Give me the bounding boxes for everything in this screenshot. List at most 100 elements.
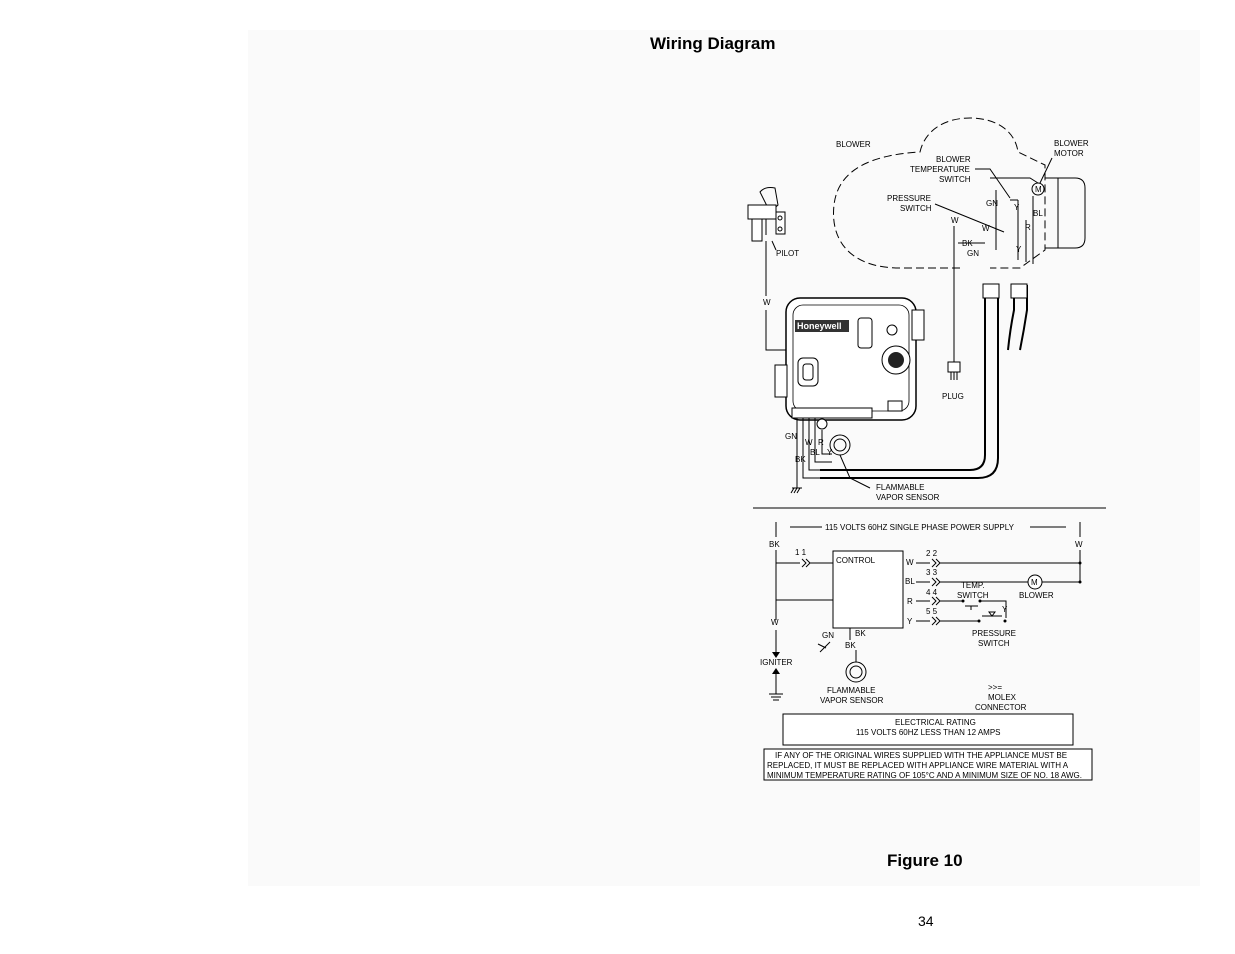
warning-box — [763, 748, 1093, 781]
sensor-label-2: VAPOR SENSOR — [876, 493, 940, 502]
ground-hatch-3 — [796, 487, 801, 494]
pressure-switch-label-1: PRESSURE — [887, 194, 931, 203]
gn-ground-hatch — [817, 643, 827, 649]
schematic-blower-label: BLOWER — [1019, 591, 1054, 600]
sensor-inner — [833, 438, 847, 452]
warning-line-3: MINIMUM TEMPERATURE RATING OF 105°C AND … — [767, 771, 1082, 780]
temp-switch-blade — [965, 605, 978, 610]
ctrl-wire-bk — [808, 418, 820, 471]
schem-sensor-inner — [849, 665, 863, 679]
conduit-4 — [1019, 285, 1028, 351]
schem-bk-label: BK — [769, 540, 780, 549]
temp-switch-contact-2 — [978, 599, 982, 603]
output-wires — [916, 558, 941, 626]
conduit-clamp-1 — [982, 283, 1000, 299]
molex-symbol: >>= — [988, 683, 1002, 692]
control-bk-label: BK — [855, 629, 866, 638]
pressure-switch-blade — [982, 611, 1002, 617]
connector-1-label: 1 1 — [795, 548, 807, 557]
temp-switch-leader — [975, 168, 1011, 199]
label-y-blower-2: Y — [1016, 245, 1022, 254]
schem-sensor-label-2: VAPOR SENSOR — [820, 696, 884, 705]
junction-dot-1 — [1078, 561, 1082, 565]
sensor-label-1: FLAMMABLE — [876, 483, 924, 492]
ctrl-wire-gn — [802, 418, 820, 479]
conduit-clamp-2 — [1010, 283, 1028, 299]
schem-y-label: Y — [1002, 605, 1008, 614]
warning-line-1: IF ANY OF THE ORIGINAL WIRES SUPPLIED WI… — [775, 751, 1067, 760]
blower-motor-label-2: MOTOR — [1054, 149, 1084, 158]
connector-2-label: 2 2 — [926, 549, 938, 558]
blower-temp-switch-label-2: TEMPERATURE — [910, 165, 970, 174]
molex-label-2: CONNECTOR — [975, 703, 1027, 712]
temp-switch-label-1: TEMP. — [961, 581, 984, 590]
honeywell-brand: Honeywell — [797, 321, 842, 331]
label-bl-blower: BL — [1033, 209, 1043, 218]
sensor-leader — [839, 454, 871, 489]
connector-5-label: 5 5 — [926, 607, 938, 616]
pilot-assembly — [747, 187, 786, 242]
pressure-contact-2 — [1003, 619, 1007, 623]
schematic-diagram: 115 VOLTS 60HZ SINGLE PHASE POWER SUPPLY… — [760, 522, 1093, 781]
connector-1 — [801, 558, 811, 568]
label-w-ctrl: W — [805, 438, 813, 447]
ctrl-wire-r — [821, 430, 832, 455]
label-w-pilot: W — [763, 298, 771, 307]
pin-r-label: R — [907, 597, 913, 606]
label-y-blower: Y — [1014, 203, 1020, 212]
label-r-blower: R — [1025, 223, 1031, 232]
schem-sensor-outer — [845, 661, 867, 683]
label-gn-blower: GN — [986, 199, 998, 208]
schem-pressure-label-1: PRESSURE — [972, 629, 1016, 638]
pictorial-diagram: M BLOWER BLOWER MOTOR BLOWER TEMPERATURE… — [747, 117, 1089, 502]
ground-hatch-2 — [793, 487, 798, 494]
control-label: CONTROL — [836, 556, 876, 565]
igniter-arrow-down — [772, 652, 780, 658]
power-supply-label: 115 VOLTS 60HZ SINGLE PHASE POWER SUPPLY — [825, 523, 1015, 532]
label-bk-ctrl: BK — [795, 455, 806, 464]
conduit-1 — [820, 285, 986, 471]
blower-temp-switch-label-1: BLOWER — [936, 155, 971, 164]
conduit-3 — [1007, 285, 1015, 351]
ground-hatch-1 — [790, 487, 795, 494]
pin-w-label: W — [906, 558, 914, 567]
blower-motor-body — [1045, 177, 1086, 249]
schem-pressure-label-2: SWITCH — [978, 639, 1010, 648]
motor-wire-top — [990, 177, 1039, 184]
temp-switch-label-2: SWITCH — [957, 591, 989, 600]
conduit-2 — [820, 285, 999, 479]
igniter-w-label: W — [771, 618, 779, 627]
plug-label: PLUG — [942, 392, 964, 401]
pin-y-label: Y — [907, 617, 913, 626]
figure-caption: Figure 10 — [887, 851, 963, 870]
temp-switch-contact-1 — [961, 599, 965, 603]
sensor-bk-label: BK — [845, 641, 856, 650]
gas-control-valve — [774, 297, 925, 430]
schematic-motor-m: M — [1031, 578, 1038, 587]
electrical-rating-title: ELECTRICAL RATING — [895, 718, 976, 727]
label-w-blower-2: W — [982, 224, 990, 233]
page-title: Wiring Diagram — [650, 34, 776, 53]
igniter-arrow-up — [772, 668, 780, 674]
schem-sensor-label-1: FLAMMABLE — [827, 686, 875, 695]
pressure-switch-leader — [934, 203, 1005, 233]
label-gn-blower-2: GN — [967, 249, 979, 258]
schem-w-label: W — [1075, 540, 1083, 549]
sensor-outer — [829, 434, 851, 456]
warning-line-2: REPLACED, IT MUST BE REPLACED WITH APPLI… — [767, 761, 1069, 770]
electrical-rating-value: 115 VOLTS 60HZ LESS THAN 12 AMPS — [856, 728, 1001, 737]
pressure-switch-label-2: SWITCH — [900, 204, 932, 213]
connector-3-label: 3 3 — [926, 568, 938, 577]
label-y-ctrl: Y — [827, 448, 833, 457]
electrical-rating-box — [782, 713, 1074, 746]
pressure-contact-1 — [977, 619, 981, 623]
temp-to-pressure-wire — [981, 600, 1007, 618]
blower-return-wire — [1042, 563, 1081, 583]
w-output-wire — [940, 550, 1081, 564]
pictorial-motor-m: M — [1035, 185, 1042, 194]
label-r-ctrl: R — [818, 438, 824, 447]
blower-temp-switch-label-3: SWITCH — [939, 175, 971, 184]
junction-dot-2 — [1078, 580, 1082, 584]
label-gn-ctrl: GN — [785, 432, 797, 441]
